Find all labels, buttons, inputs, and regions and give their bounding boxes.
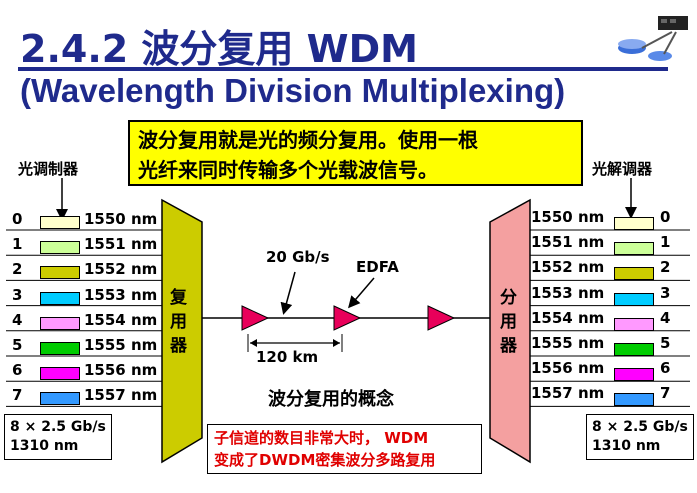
right-demodulator-box (614, 217, 654, 230)
demodulator-label: 光解调器 (592, 160, 653, 178)
amplifier-1-icon (241, 305, 270, 331)
right-demodulator-box (614, 267, 654, 281)
demultiplexer-label: 分用器 (500, 288, 517, 356)
right-wavelength-label: 1554 nm (531, 308, 605, 327)
left-modulator-box (40, 291, 80, 305)
demultiplexer-shape (489, 198, 531, 464)
left-info-box: 8 × 2.5 Gb/s 1310 nm (4, 414, 112, 460)
left-modulator-box (40, 392, 80, 406)
left-wavelength-label: 1554 nm (84, 310, 158, 329)
right-wavelength-label: 1553 nm (531, 283, 605, 302)
multiplexer-label: 复用器 (170, 288, 187, 356)
callout-line-1: 波分复用就是光的频分复用。使用一根 (138, 128, 478, 152)
left-modulator-box (40, 266, 80, 280)
definition-callout: 波分复用就是光的频分复用。使用一根 光纤来同时传输多个光载波信号。 (128, 120, 583, 186)
right-wavelength-label: 1556 nm (531, 359, 605, 378)
right-info-box: 8 × 2.5 Gb/s 1310 nm (586, 414, 694, 460)
right-channel-index: 0 (660, 208, 671, 226)
right-info-line-2: 1310 nm (592, 438, 661, 454)
right-info-line-1: 8 × 2.5 Gb/s (592, 419, 688, 435)
right-demodulator-box (614, 292, 654, 306)
right-channel-index: 7 (660, 384, 671, 403)
left-wavelength-label: 1551 nm (84, 235, 158, 254)
right-demodulator-box (614, 317, 654, 331)
right-channel-index: 5 (660, 334, 671, 352)
left-modulator-box (40, 342, 80, 355)
right-wavelength-label: 1551 nm (531, 233, 605, 252)
left-channel-index: 3 (12, 285, 23, 304)
left-channel-index: 4 (12, 310, 23, 329)
title-line-2: (Wavelength Division Multiplexing) (20, 72, 566, 109)
left-wavelength-label: 1556 nm (84, 361, 158, 380)
note-line-1: 子信道的数目非常大时， WDM (214, 429, 429, 447)
callout-line-2: 光纤来同时传输多个光载波信号。 (138, 158, 438, 182)
left-channel-index: 7 (12, 386, 23, 405)
right-demodulator-box (614, 393, 654, 407)
left-channel-index: 1 (12, 235, 23, 254)
modulator-label: 光调制器 (18, 160, 79, 178)
network-logo-icon (612, 10, 694, 72)
edfa-pointer (348, 277, 375, 309)
right-wavelength-label: 1550 nm (531, 208, 605, 226)
multiplexer-shape (161, 198, 203, 464)
distance-label: 120 km (256, 348, 319, 366)
right-channel-index: 3 (660, 283, 671, 302)
left-wavelength-label: 1553 nm (84, 285, 158, 304)
dwdm-note: 子信道的数目非常大时， WDM 变成了DWDM密集波分多路复用 (207, 424, 482, 474)
right-channel-index: 4 (660, 308, 671, 327)
edfa-label: EDFA (356, 258, 399, 276)
left-modulator-box (40, 216, 80, 229)
left-wavelength-label: 1555 nm (84, 336, 158, 354)
left-modulator-box (40, 241, 80, 255)
left-wavelength-label: 1552 nm (84, 260, 158, 279)
left-wavelength-label: 1550 nm (84, 210, 158, 228)
amplifier-2-icon (333, 305, 362, 331)
left-modulator-box (40, 316, 80, 330)
right-wavelength-label: 1552 nm (531, 258, 605, 277)
left-channel-index: 2 (12, 260, 23, 279)
title-line-1: 2.4.2 波分复用 WDM (20, 27, 418, 71)
right-demodulator-box (614, 368, 654, 382)
left-channel-index: 6 (12, 361, 23, 380)
right-channel-index: 6 (660, 359, 671, 378)
amplifier-3-icon (427, 305, 456, 331)
left-wavelength-label: 1557 nm (84, 386, 158, 405)
left-info-line-2: 1310 nm (10, 438, 79, 454)
title-underline (18, 67, 668, 71)
rate-pointer (280, 271, 296, 315)
left-info-line-1: 8 × 2.5 Gb/s (10, 419, 106, 435)
right-wavelength-label: 1555 nm (531, 334, 605, 352)
right-channel-index: 2 (660, 258, 671, 277)
rate-label: 20 Gb/s (266, 248, 330, 266)
left-modulator-box (40, 367, 80, 381)
right-wavelength-label: 1557 nm (531, 384, 605, 403)
note-line-2: 变成了DWDM密集波分多路复用 (214, 451, 436, 469)
right-channel-index: 1 (660, 233, 671, 252)
right-demodulator-box (614, 343, 654, 356)
right-demodulator-box (614, 242, 654, 256)
left-channel-index: 5 (12, 336, 23, 354)
diagram-caption: 波分复用的概念 (268, 389, 394, 410)
left-channel-index: 0 (12, 210, 23, 228)
